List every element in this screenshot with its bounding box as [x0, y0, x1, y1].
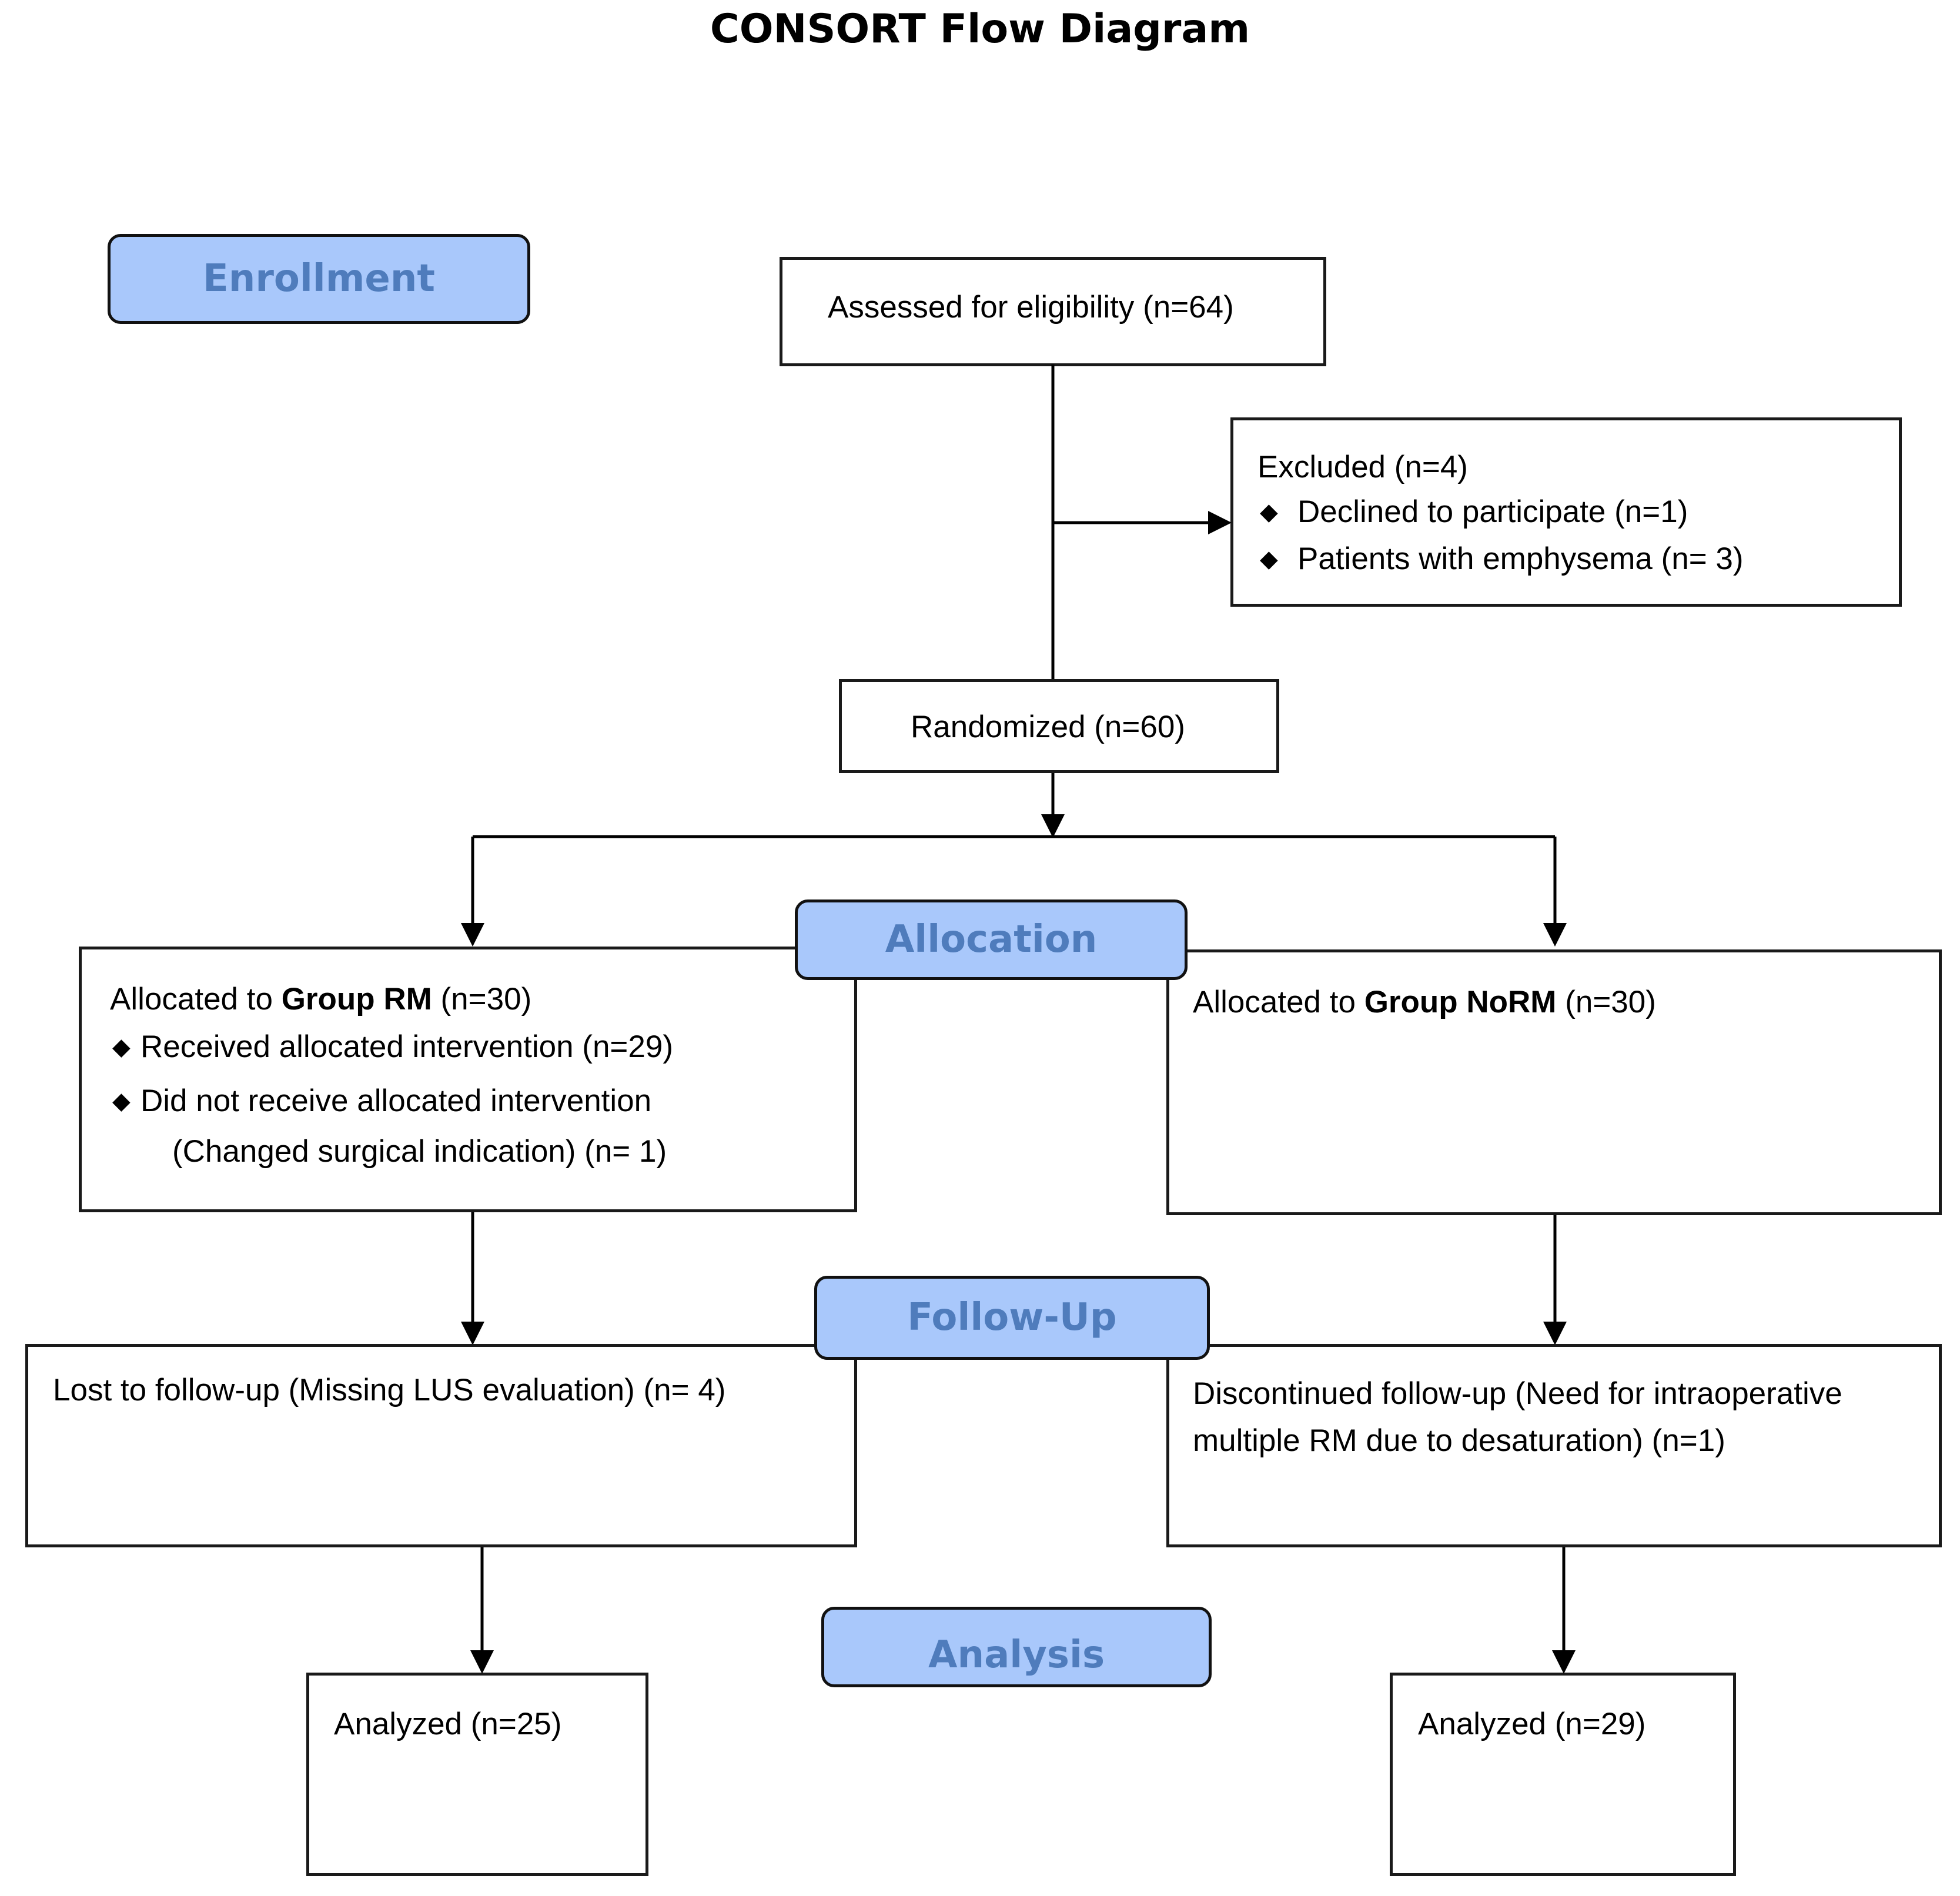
allocation-norm-prefix: Allocated to	[1193, 985, 1364, 1019]
stage-label-followup: Follow-Up	[814, 1276, 1210, 1360]
excluded-title: Excluded (n=4)	[1257, 450, 1468, 484]
allocation-rm-item-received: Received allocated intervention (n=29)	[141, 1029, 673, 1064]
allocation-rm-item-not-received-detail: (Changed surgical indication) (n= 1)	[172, 1134, 667, 1169]
excluded-box: Excluded (n=4) ◆ Declined to participate…	[1230, 417, 1902, 607]
allocation-rm-item-not-received: Did not receive allocated intervention	[141, 1084, 652, 1118]
stage-label-analysis-text: Analysis	[928, 1633, 1105, 1677]
allocation-norm-header: Allocated to Group NoRM (n=30)	[1193, 979, 1656, 1026]
stage-label-enrollment: Enrollment	[108, 234, 530, 324]
allocation-norm-count: (n=30)	[1556, 985, 1656, 1019]
excluded-item: Declined to participate (n=1)	[1297, 494, 1688, 529]
analysis-norm-box: Analyzed (n=29)	[1390, 1673, 1736, 1876]
bullet-icon: ◆	[112, 1034, 131, 1060]
allocation-rm-count: (n=30)	[432, 982, 532, 1016]
group-norm-label: Group NoRM	[1364, 985, 1557, 1019]
stage-label-allocation: Allocation	[795, 899, 1188, 980]
allocation-norm-box: Allocated to Group NoRM (n=30)	[1166, 949, 1942, 1215]
allocation-rm-box: Allocated to Group RM (n=30) ◆ Received …	[79, 947, 857, 1212]
randomized-text: Randomized (n=60)	[911, 710, 1185, 744]
followup-rm-text: Lost to follow-up (Missing LUS evaluatio…	[53, 1373, 726, 1407]
followup-rm-box: Lost to follow-up (Missing LUS evaluatio…	[25, 1344, 857, 1547]
diagram-title: CONSORT Flow Diagram	[710, 6, 1250, 52]
allocation-rm-prefix: Allocated to	[110, 982, 282, 1016]
assessed-box: Assessed for eligibility (n=64)	[780, 257, 1326, 366]
followup-norm-text-line1: Discontinued follow-up (Need for intraop…	[1193, 1376, 1842, 1411]
assessed-text: Assessed for eligibility (n=64)	[828, 290, 1234, 325]
bullet-icon: ◆	[1260, 499, 1278, 525]
allocation-rm-header: Allocated to Group RM (n=30)	[110, 976, 531, 1023]
stage-label-enrollment-text: Enrollment	[203, 257, 435, 300]
analysis-rm-box: Analyzed (n=25)	[306, 1673, 648, 1876]
stage-label-allocation-text: Allocation	[885, 918, 1098, 961]
analysis-rm-text: Analyzed (n=25)	[334, 1707, 562, 1741]
followup-norm-text-line2: multiple RM due to desaturation) (n=1)	[1193, 1423, 1725, 1458]
stage-label-analysis: Analysis	[821, 1607, 1212, 1687]
stage-label-followup-text: Follow-Up	[907, 1296, 1117, 1339]
followup-norm-box: Discontinued follow-up (Need for intraop…	[1166, 1344, 1942, 1547]
bullet-icon: ◆	[1260, 546, 1278, 572]
group-rm-label: Group RM	[281, 982, 432, 1016]
excluded-item: Patients with emphysema (n= 3)	[1297, 541, 1744, 576]
bullet-icon: ◆	[112, 1088, 131, 1114]
analysis-norm-text: Analyzed (n=29)	[1418, 1707, 1646, 1741]
randomized-box: Randomized (n=60)	[839, 679, 1279, 773]
